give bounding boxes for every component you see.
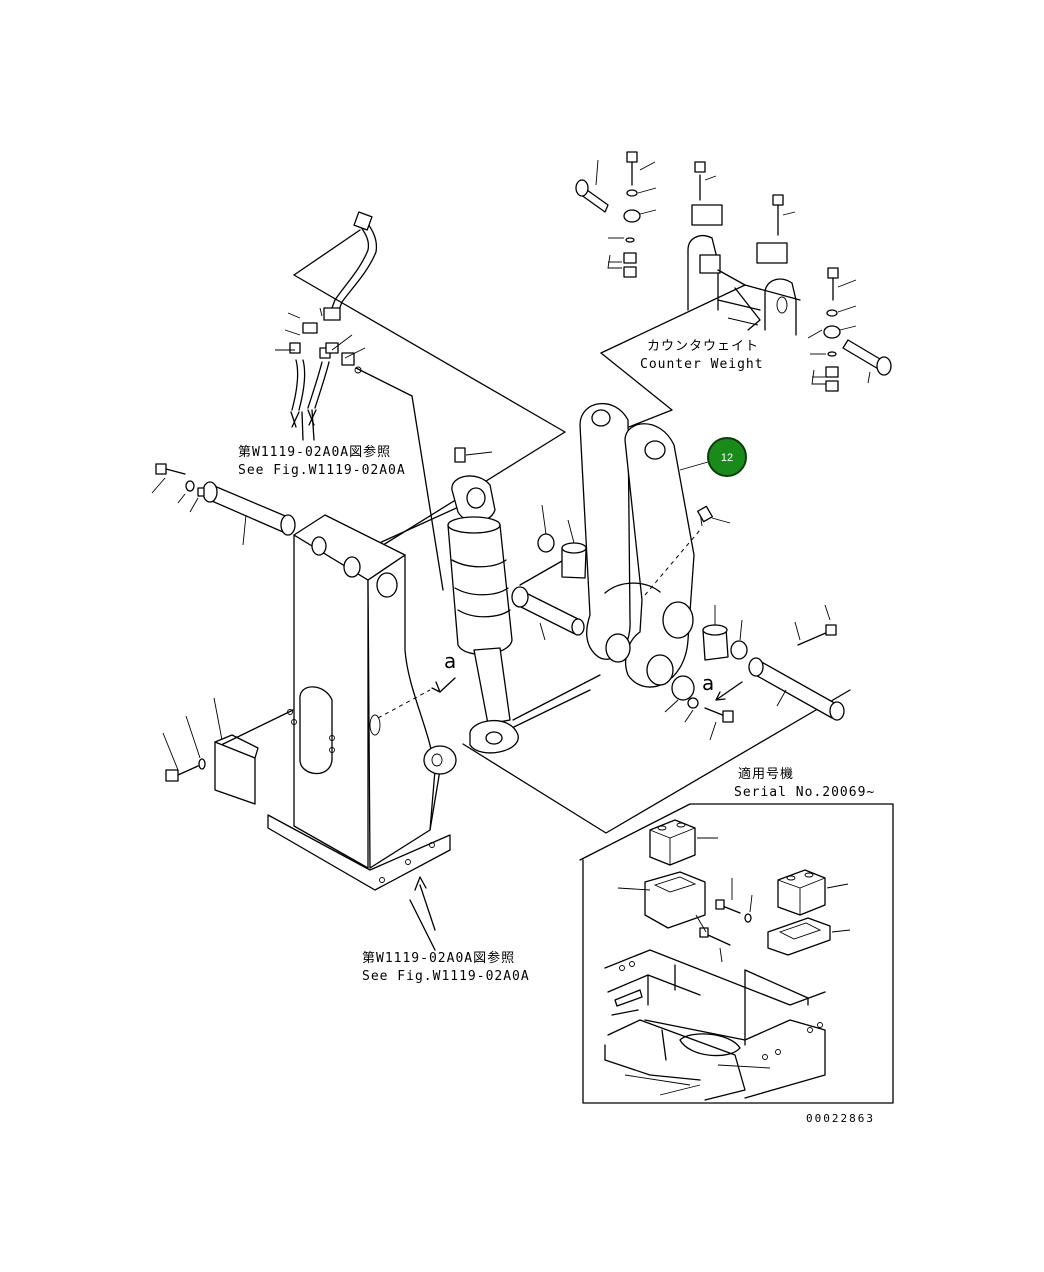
serial-label-jp: 適用号機 — [738, 766, 794, 782]
drawing-number: 00022863 — [806, 1112, 875, 1125]
hydraulic-cylinder — [447, 447, 519, 754]
view-a-left: a — [444, 649, 456, 673]
serial-label-en: Serial No.20069~ — [734, 785, 875, 800]
labels: カウンタウェイト Counter Weight 第W1119-02A0A図参照 … — [238, 339, 875, 1125]
tower-frame — [267, 514, 457, 951]
inset-detail — [604, 819, 851, 1101]
counterweight-brackets — [575, 151, 892, 392]
cover-plate — [162, 697, 259, 805]
callout-12[interactable]: 12 — [679, 437, 747, 477]
bushings-pins — [511, 504, 845, 741]
left-pin-bolts — [151, 463, 296, 546]
see-fig-top-en: See Fig.W1119-02A0A — [238, 463, 406, 478]
see-fig-bottom-en: See Fig.W1119-02A0A — [362, 969, 530, 984]
counterweight-label-en: Counter Weight — [640, 357, 764, 372]
hose-assembly — [275, 211, 378, 441]
callout-number[interactable]: 12 — [721, 452, 733, 464]
see-fig-top-jp: 第W1119-02A0A図参照 — [238, 444, 391, 460]
view-a-right: a — [702, 671, 714, 695]
see-fig-bottom-jp: 第W1119-02A0A図参照 — [362, 950, 515, 966]
lift-arm — [579, 403, 701, 688]
counterweight-label-jp: カウンタウェイト — [647, 339, 759, 354]
callout-circle[interactable] — [707, 437, 747, 477]
